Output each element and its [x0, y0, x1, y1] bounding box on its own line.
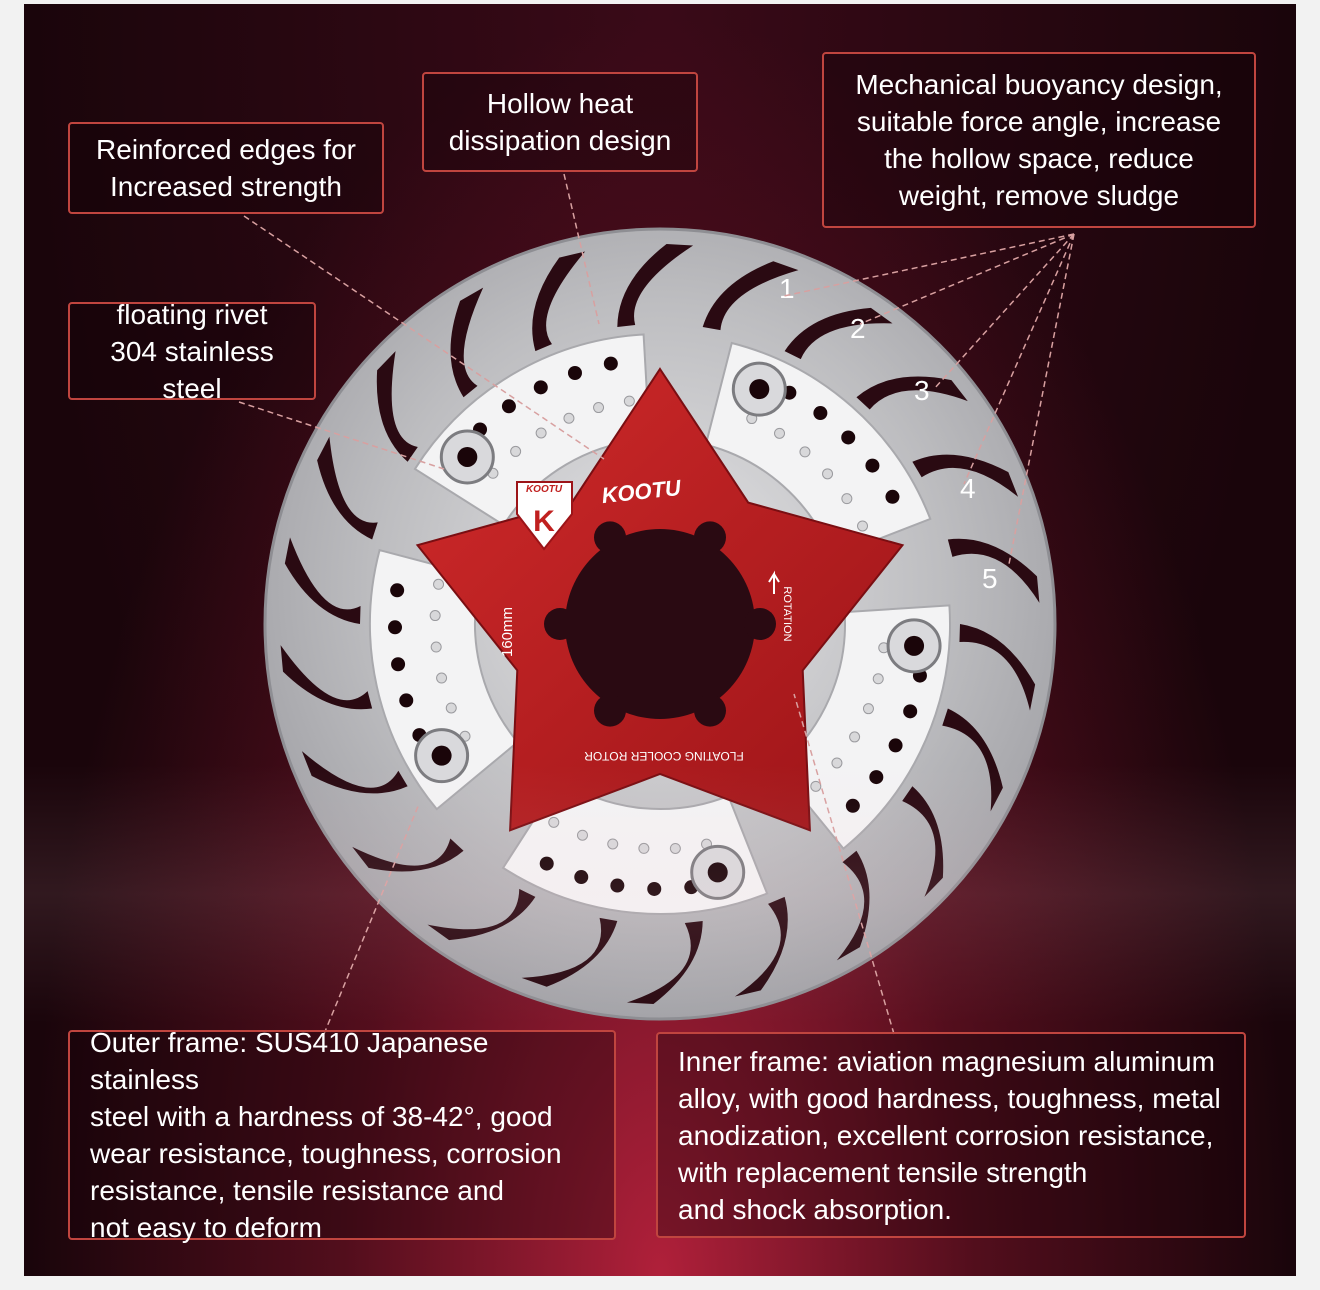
dimple: [429, 610, 441, 622]
outer-slot: [902, 786, 944, 897]
cooling-hole: [813, 406, 828, 421]
logo-letter: K: [533, 505, 555, 538]
outer-slot: [942, 708, 1003, 812]
bolt-hole: [744, 608, 776, 640]
dimple: [849, 731, 861, 743]
number-label-4: 4: [960, 473, 976, 504]
cooling-hole: [647, 881, 662, 896]
dimple: [872, 673, 884, 685]
bolt-hole: [594, 521, 626, 554]
cooling-hole: [533, 380, 548, 395]
outer-slot: [427, 888, 536, 941]
dimple: [607, 838, 619, 850]
rivet-hole: [707, 862, 728, 883]
cooling-hole: [539, 856, 554, 871]
number-label-2: 2: [850, 313, 866, 344]
cooling-hole: [885, 489, 900, 504]
dimple: [857, 520, 869, 532]
cooling-hole: [390, 583, 405, 598]
rivet-hole: [749, 379, 770, 400]
product-image: KOOTU K KOOTU 160mm ROTATION FLOATING CO…: [24, 4, 1296, 1276]
outer-slot: [959, 624, 1036, 711]
number-label-1: 1: [779, 273, 795, 304]
outer-slot: [947, 538, 1040, 603]
rotation-arrow-icon: [768, 570, 780, 594]
center-hole: [565, 529, 755, 719]
cooling-hole: [841, 430, 856, 445]
cooling-hole: [869, 770, 884, 785]
bolt-hole: [694, 521, 726, 554]
cooling-hole: [567, 366, 582, 381]
dimple: [799, 446, 811, 458]
cooling-hole: [903, 704, 918, 719]
cooling-hole: [388, 620, 403, 635]
dimple: [810, 780, 822, 792]
cooling-hole: [845, 798, 860, 813]
number-label-5: 5: [982, 563, 998, 594]
dimple: [638, 842, 650, 854]
rivet-hole: [904, 635, 925, 656]
logo-top-text: KOOTU: [526, 484, 563, 495]
outer-slot: [734, 896, 788, 997]
callout-outer-frame: Outer frame: SUS410 Japanese stainless s…: [68, 1027, 616, 1243]
cooling-hole: [865, 458, 880, 473]
cooling-hole: [399, 693, 414, 708]
callout-mechanical-buoyancy: Mechanical buoyancy design, suitable for…: [822, 52, 1256, 228]
rotation-text: ROTATION: [781, 586, 793, 641]
dimple: [841, 493, 853, 505]
dimple: [862, 703, 874, 715]
cooling-hole: [574, 870, 589, 885]
dimple: [535, 427, 547, 439]
dimple: [822, 468, 834, 480]
callout-inner-frame: Inner frame: aviation magnesium aluminum…: [656, 1032, 1246, 1238]
cooling-hole: [888, 738, 903, 753]
bolt-hole: [694, 694, 726, 727]
callout-reinforced-edges: Reinforced edges for Increased strength: [68, 122, 384, 214]
dimple: [669, 842, 681, 854]
model-text: FLOATING COOLER ROTOR: [584, 749, 744, 763]
cooling-hole: [610, 878, 625, 893]
size-text: 160mm: [499, 607, 516, 657]
dimple: [774, 427, 786, 439]
dimple: [510, 445, 522, 457]
bolt-hole: [544, 608, 576, 640]
dimple: [563, 412, 575, 424]
brand-logo: KOOTU K: [516, 481, 573, 551]
outer-slot: [626, 920, 703, 1004]
dimple: [576, 829, 588, 841]
cooling-hole: [391, 657, 406, 672]
number-label-3: 3: [914, 375, 930, 406]
outer-slot: [617, 244, 694, 328]
rivet-hole: [431, 745, 452, 766]
callout-hollow-heat: Hollow heat dissipation design: [422, 72, 698, 172]
dimple: [548, 816, 560, 828]
dimple: [430, 641, 442, 653]
bolt-hole: [594, 694, 626, 727]
callout-floating-rivet: floating rivet 304 stainless steel: [68, 299, 316, 404]
dimple: [433, 578, 445, 590]
dimple: [831, 757, 843, 769]
dimple: [445, 702, 457, 714]
dimple: [593, 402, 605, 414]
cooling-hole: [501, 399, 516, 414]
outer-slot: [284, 537, 361, 624]
outer-slot: [280, 645, 373, 710]
cooling-hole: [603, 356, 618, 371]
dimple: [436, 672, 448, 684]
dimple: [623, 395, 635, 407]
rivet-hole: [457, 446, 478, 467]
outer-slot: [301, 751, 408, 794]
outer-slot: [521, 917, 618, 987]
